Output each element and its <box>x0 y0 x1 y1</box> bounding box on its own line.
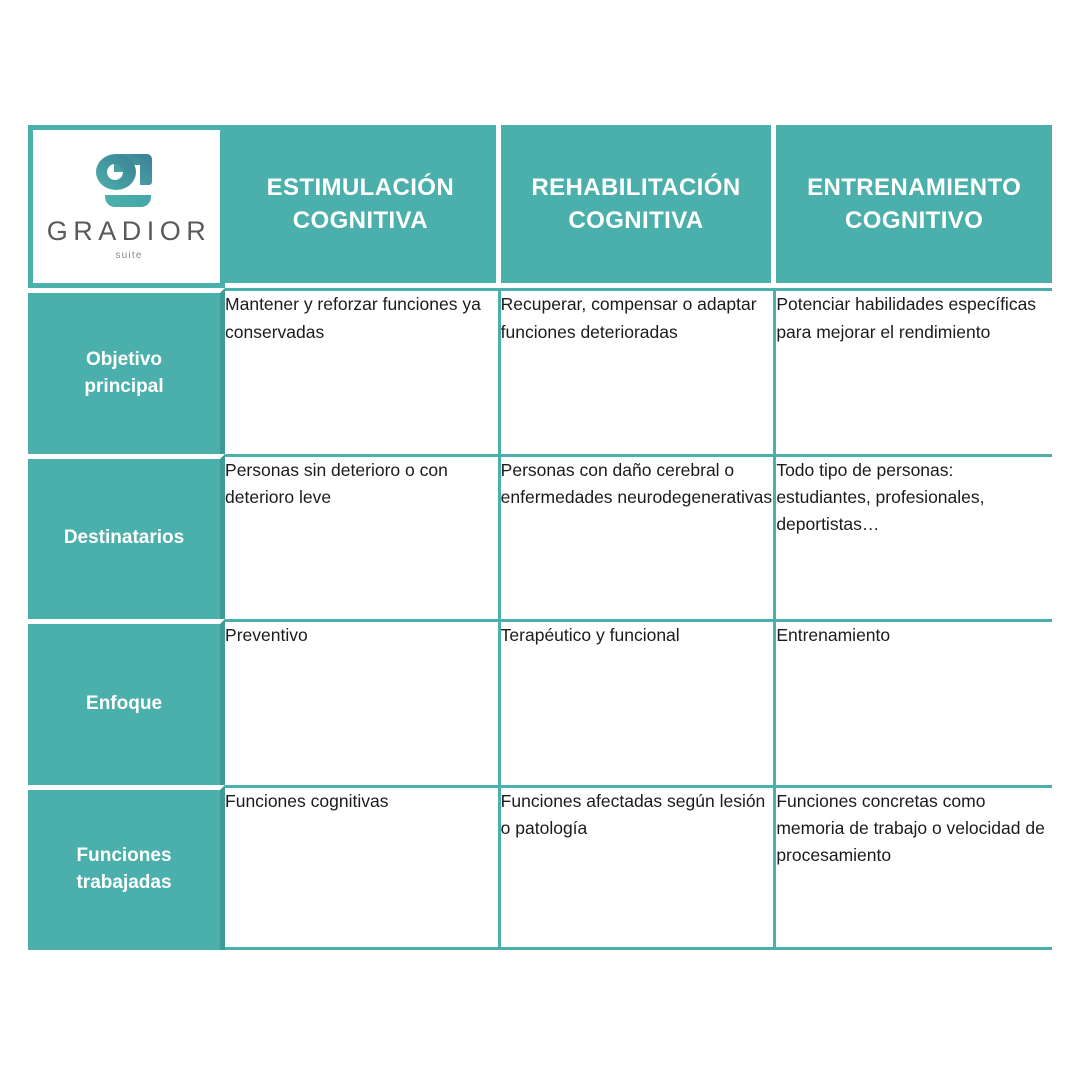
comparison-table: GRADIOR suite ESTIMULACIÓN COGNITIVA REH… <box>28 125 1052 950</box>
cell-funciones-estimulacion: Funciones cognitivas <box>225 784 501 950</box>
cell-enfoque-entrenamiento: Entrenamiento <box>776 619 1052 785</box>
row-label-line2: trabajadas <box>76 871 172 893</box>
cell-objetivo-entrenamiento: Potenciar habilidades específicas para m… <box>776 288 1052 454</box>
row-label-line1: Objetivo <box>86 348 163 370</box>
cell-enfoque-rehabilitacion: Terapéutico y funcional <box>500 619 777 785</box>
column-header-entrenamiento: ENTRENAMIENTO COGNITIVO <box>776 125 1052 289</box>
cell-text: Potenciar habilidades específicas para m… <box>776 294 1037 342</box>
cell-text: Entrenamiento <box>776 625 891 646</box>
column-header-line2: COGNITIVA <box>568 207 704 235</box>
table-row: Destinatarios Personas sin deterioro o c… <box>28 453 1052 620</box>
column-header-estimulacion: ESTIMULACIÓN COGNITIVA <box>225 125 501 289</box>
row-label-line2: principal <box>84 375 164 397</box>
row-label-line1: Destinatarios <box>63 527 185 549</box>
row-label-objetivo-principal: Objetivo principal <box>28 288 226 454</box>
row-label-enfoque: Enfoque <box>28 619 226 785</box>
column-header-rehabilitacion: REHABILITACIÓN COGNITIVA <box>500 125 777 289</box>
row-label-line1: Enfoque <box>86 692 163 714</box>
column-header-line1: ENTRENAMIENTO <box>807 174 1022 202</box>
brand-name: GRADIOR <box>46 216 212 247</box>
cell-text: Funciones cognitivas <box>225 790 389 811</box>
cell-destinatarios-estimulacion: Personas sin deterioro o con deterioro l… <box>225 453 501 620</box>
cell-text: Funciones afectadas según lesión o patol… <box>500 790 766 838</box>
table-row: Funciones trabajadas Funciones cognitiva… <box>28 784 1052 950</box>
cell-enfoque-estimulacion: Preventivo <box>225 619 501 785</box>
table-row: Enfoque Preventivo Terapéutico y funcion… <box>28 619 1052 785</box>
brand-logo: GRADIOR suite <box>33 152 220 261</box>
cell-text: Personas sin deterioro o con deterioro l… <box>225 459 448 507</box>
cell-text: Recuperar, compensar o adaptar funciones… <box>500 294 757 342</box>
cell-objetivo-rehabilitacion: Recuperar, compensar o adaptar funciones… <box>500 288 777 454</box>
cell-objetivo-estimulacion: Mantener y reforzar funciones ya conserv… <box>225 288 501 454</box>
cell-text: Mantener y reforzar funciones ya conserv… <box>225 294 481 342</box>
cell-funciones-rehabilitacion: Funciones afectadas según lesión o patol… <box>500 784 777 950</box>
cell-destinatarios-entrenamiento: Todo tipo de personas: estudiantes, prof… <box>776 453 1052 620</box>
cell-text: Terapéutico y funcional <box>500 625 680 646</box>
column-header-line2: COGNITIVO <box>845 207 984 235</box>
cell-text: Todo tipo de personas: estudiantes, prof… <box>776 459 985 535</box>
column-header-line2: COGNITIVA <box>292 207 428 235</box>
cell-funciones-entrenamiento: Funciones concretas como memoria de trab… <box>776 784 1052 950</box>
cell-text: Personas con daño cerebral o enfermedade… <box>500 459 773 507</box>
cell-destinatarios-rehabilitacion: Personas con daño cerebral o enfermedade… <box>500 453 777 620</box>
row-label-destinatarios: Destinatarios <box>28 453 226 620</box>
cell-text: Funciones concretas como memoria de trab… <box>776 790 1045 865</box>
column-header-line1: REHABILITACIÓN <box>531 174 741 202</box>
gradior-g-logo-icon <box>95 154 152 208</box>
comparison-table-wrapper: GRADIOR suite ESTIMULACIÓN COGNITIVA REH… <box>28 125 1052 950</box>
row-label-funciones-trabajadas: Funciones trabajadas <box>28 784 226 950</box>
row-label-line1: Funciones <box>76 844 172 866</box>
cell-text: Preventivo <box>225 625 308 646</box>
column-header-line1: ESTIMULACIÓN <box>266 174 455 202</box>
table-header-row: GRADIOR suite ESTIMULACIÓN COGNITIVA REH… <box>28 125 1052 289</box>
brand-tagline: suite <box>115 250 143 262</box>
table-row: Objetivo principal Mantener y reforzar f… <box>28 288 1052 454</box>
brand-logo-cell: GRADIOR suite <box>28 125 226 289</box>
